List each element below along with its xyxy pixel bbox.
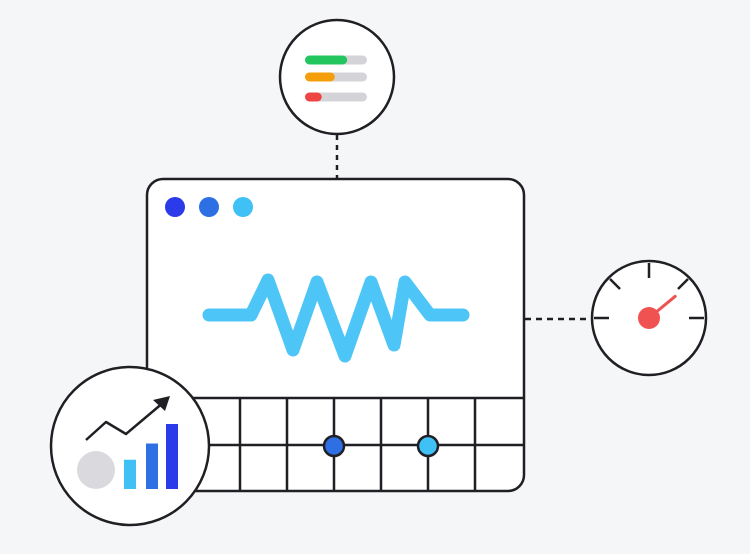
window-dot-blue: [199, 197, 219, 217]
window-dot-cyan: [233, 197, 253, 217]
growth-chart-icon: [49, 365, 211, 527]
waveform-icon: [202, 273, 470, 363]
gauge-hub: [638, 307, 660, 329]
window-dot-dark-blue: [165, 197, 185, 217]
status-bars-group: [305, 55, 367, 102]
trend-bar: [124, 459, 136, 489]
trend-arrow-line: [85, 401, 165, 441]
gauge-tick-upper-left: [609, 278, 621, 290]
grid-point-light: [416, 434, 440, 458]
monitoring-window-icon: [145, 177, 526, 493]
neutral-circle: [77, 451, 115, 489]
growth-circle: [49, 365, 211, 527]
gauge-tick-upper-right: [677, 278, 689, 290]
status-bar-fill: [305, 92, 322, 102]
speedometer-icon: [590, 259, 708, 377]
status-bar-fill: [305, 55, 348, 65]
status-bar-fill: [305, 72, 335, 82]
trend-bar: [146, 443, 158, 489]
status-bars-icon: [278, 18, 396, 136]
grid-point-dark: [322, 434, 346, 458]
trend-bars-group: [124, 424, 178, 489]
trend-bar: [166, 424, 178, 489]
trend-arrow-head: [153, 396, 170, 411]
